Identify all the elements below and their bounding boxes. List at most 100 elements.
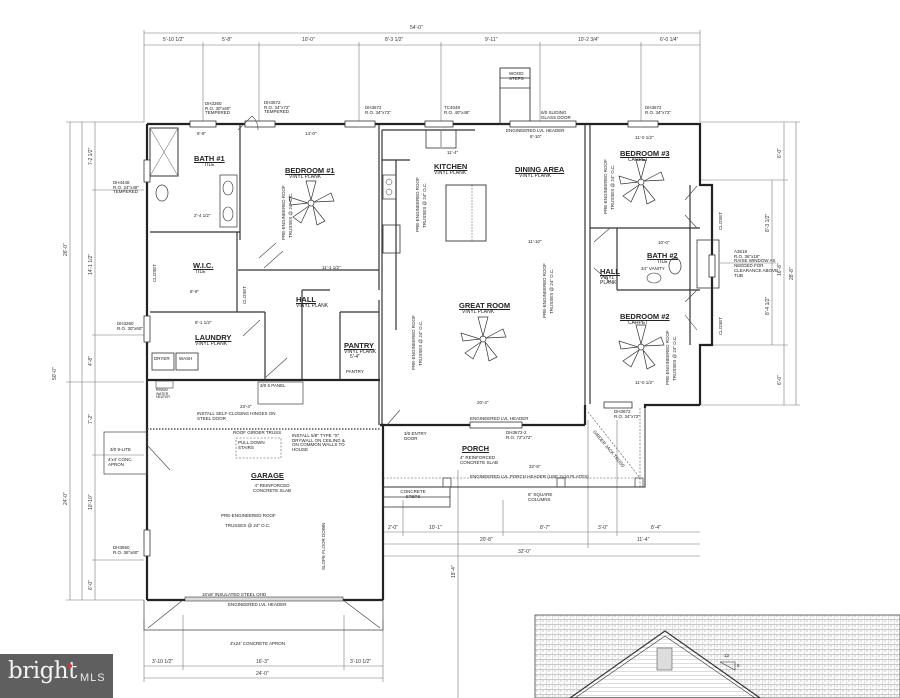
room-bath1: BATH #1 TILE <box>194 154 225 168</box>
bright-mls-logo: bright MLS <box>0 654 113 698</box>
room-pantry: PANTRY VINYL PLANK 5'-4" <box>344 341 377 361</box>
truss-label-br3: PRE-ENGINEERED ROOF <box>603 159 608 214</box>
washer-label: WASH <box>179 356 193 361</box>
room-bedroom1: BEDROOM #1 VINYL PLANK <box>285 166 335 180</box>
top-dimension-lines <box>143 30 701 122</box>
garage-door <box>184 596 344 602</box>
dim-top-5: 9'-11" <box>485 37 498 43</box>
water-heater-label: RINNAI WATER HEATER <box>156 388 170 400</box>
porch-dim: 32'-8" <box>529 464 541 469</box>
room-great: GREAT ROOM VINYL PLANK <box>459 301 511 315</box>
truss-label-br3b: TRUSSES @ 24" O.C. <box>610 164 615 210</box>
dim-left-a: 7-2 1/2" <box>88 147 94 165</box>
pull-down-stairs <box>235 437 282 459</box>
kitchen-sink <box>425 129 457 149</box>
dim-overall-width: 54'-0" <box>410 25 423 31</box>
columns-label: 6" SQUARE COLUMNS <box>528 492 553 502</box>
pull-down-label: PULL DOWN STAIRS <box>238 440 265 450</box>
dim-porch-total: 32'-0" <box>518 549 531 555</box>
room-wic: W.I.C. TILE <box>193 261 214 275</box>
kitchen-dim: 11'-4" <box>447 150 459 155</box>
six-panel-label: 3/0 6 PANEL <box>260 383 286 388</box>
vanity <box>219 174 238 228</box>
dim-left-50: 50'-0" <box>52 367 58 380</box>
porch-header-label: ENGINEERED LVL PORCH HEADER (USE 2x10 PL… <box>470 474 589 479</box>
concrete-steps-label: CONCRETE STEPS <box>400 489 426 499</box>
dim-left-b: 14'-1 1/2" <box>88 253 94 275</box>
slope-label: SLOPE FLOOR DOWN <box>321 522 326 570</box>
windows <box>143 120 716 557</box>
garage-truss-label2: TRUSSES @ 24" O.C. <box>225 523 271 528</box>
dim-left-f: 6'-0" <box>88 580 94 590</box>
wic-dim: 8'-9" <box>190 289 199 294</box>
logo-suffix: MLS <box>80 672 106 684</box>
side-apron-label: 4'x4' CONC. APRON <box>108 457 133 467</box>
front-elevation <box>534 614 900 698</box>
girder-truss-label: ROOF GIRDER TRUSS <box>233 430 282 435</box>
dim-top-7: 6'-0 1/4" <box>660 37 679 43</box>
dim-left-d: 7'-2" <box>88 414 94 424</box>
truss-label-kitb: TRUSSES @ 24" O.C. <box>422 182 427 228</box>
right-dimension-lines <box>700 121 800 406</box>
dim-top-2: 5'-8" <box>222 37 232 43</box>
washer <box>175 352 199 371</box>
dim-porch-1: 2'-0" <box>388 525 398 531</box>
dim-right-total: 28'-8" <box>789 267 795 280</box>
dim-garage-1: 3'-10 1/2" <box>152 659 174 665</box>
closet-label-3: CLOSET <box>718 211 723 230</box>
apron-label: 3'x24' CONCRETE APRON <box>230 641 285 646</box>
laundry-dim: 8'-1 1/2" <box>195 320 212 325</box>
room-bedroom2: BEDROOM #2 CARPET <box>620 312 670 326</box>
roof-pitch-rise: 8 <box>737 663 740 668</box>
dim-porch-row2-b: 11'-4" <box>637 537 650 543</box>
garage-dim: 23'-4" <box>240 404 252 409</box>
dim-left-24: 24'-0" <box>63 492 69 505</box>
lvl-header-label: ENGINEERED LVL HEADER <box>506 128 565 133</box>
drywall-note: INSTALL 5/8" TYPE "X" DRYWALL ON CEILING… <box>292 433 345 453</box>
ceiling-fan-icon <box>288 159 665 370</box>
porch-outline <box>382 408 646 508</box>
garage-header-label: ENGINEERED LVL HEADER <box>228 602 287 607</box>
dim-top-3: 10'-0" <box>302 37 315 43</box>
dim-right-d: 6'-0" <box>777 375 783 385</box>
bath2-dim: 10'-0" <box>658 240 670 245</box>
entry-door-label: 3/0 ENTRY DOOR <box>404 431 427 441</box>
room-bath2: BATH #2 TILE <box>647 251 678 265</box>
truss-label-br1: PRE-ENGINEERED ROOF <box>281 185 286 240</box>
room-garage: GARAGE <box>251 471 284 480</box>
room-hall1: HALL VINYL PLANK <box>296 295 329 309</box>
dim-left-26: 26'-0" <box>63 243 69 256</box>
truss-label-gr: PRE-ENGINEERED ROOF <box>411 315 416 370</box>
garage-steps <box>257 381 304 405</box>
closet-label-4: CLOSET <box>718 316 723 335</box>
conc-apron-side <box>103 431 148 475</box>
dim-right-mid: 16'-8" <box>777 263 783 276</box>
pantry-shelf-label: PANTRY <box>346 369 364 374</box>
shower <box>149 127 179 177</box>
truss-label-br1b: TRUSSES @ 24" O.C. <box>288 192 293 238</box>
closet-label-2: CLOSET <box>242 285 247 304</box>
refrigerator <box>382 224 401 254</box>
truss-label-gr2b: TRUSSES @ 24" O.C. <box>549 268 554 314</box>
range <box>382 174 397 200</box>
closet-label-1: CLOSET <box>152 263 157 282</box>
water-heater <box>155 380 174 389</box>
room-bedroom3: BEDROOM #3 CARPET <box>620 149 670 163</box>
side-door-label: 3/0 9-LITE <box>110 447 132 452</box>
dryer <box>151 352 175 371</box>
logo-brand: bright <box>8 658 77 684</box>
room-dining: DINING AREA VINYL PLANK <box>515 165 565 179</box>
self-closing-note: INSTALL SELF-CLOSING HINGES ON STEEL DOO… <box>197 411 276 421</box>
dim-porch-row2-a: 20'-8" <box>480 537 493 543</box>
room-porch: PORCH <box>462 444 490 453</box>
dim-right-a: 6'-0" <box>777 148 783 158</box>
hall1-dim: 11'-1 1/2" <box>322 265 341 270</box>
dim-porch-2: 10'-1" <box>429 525 442 531</box>
